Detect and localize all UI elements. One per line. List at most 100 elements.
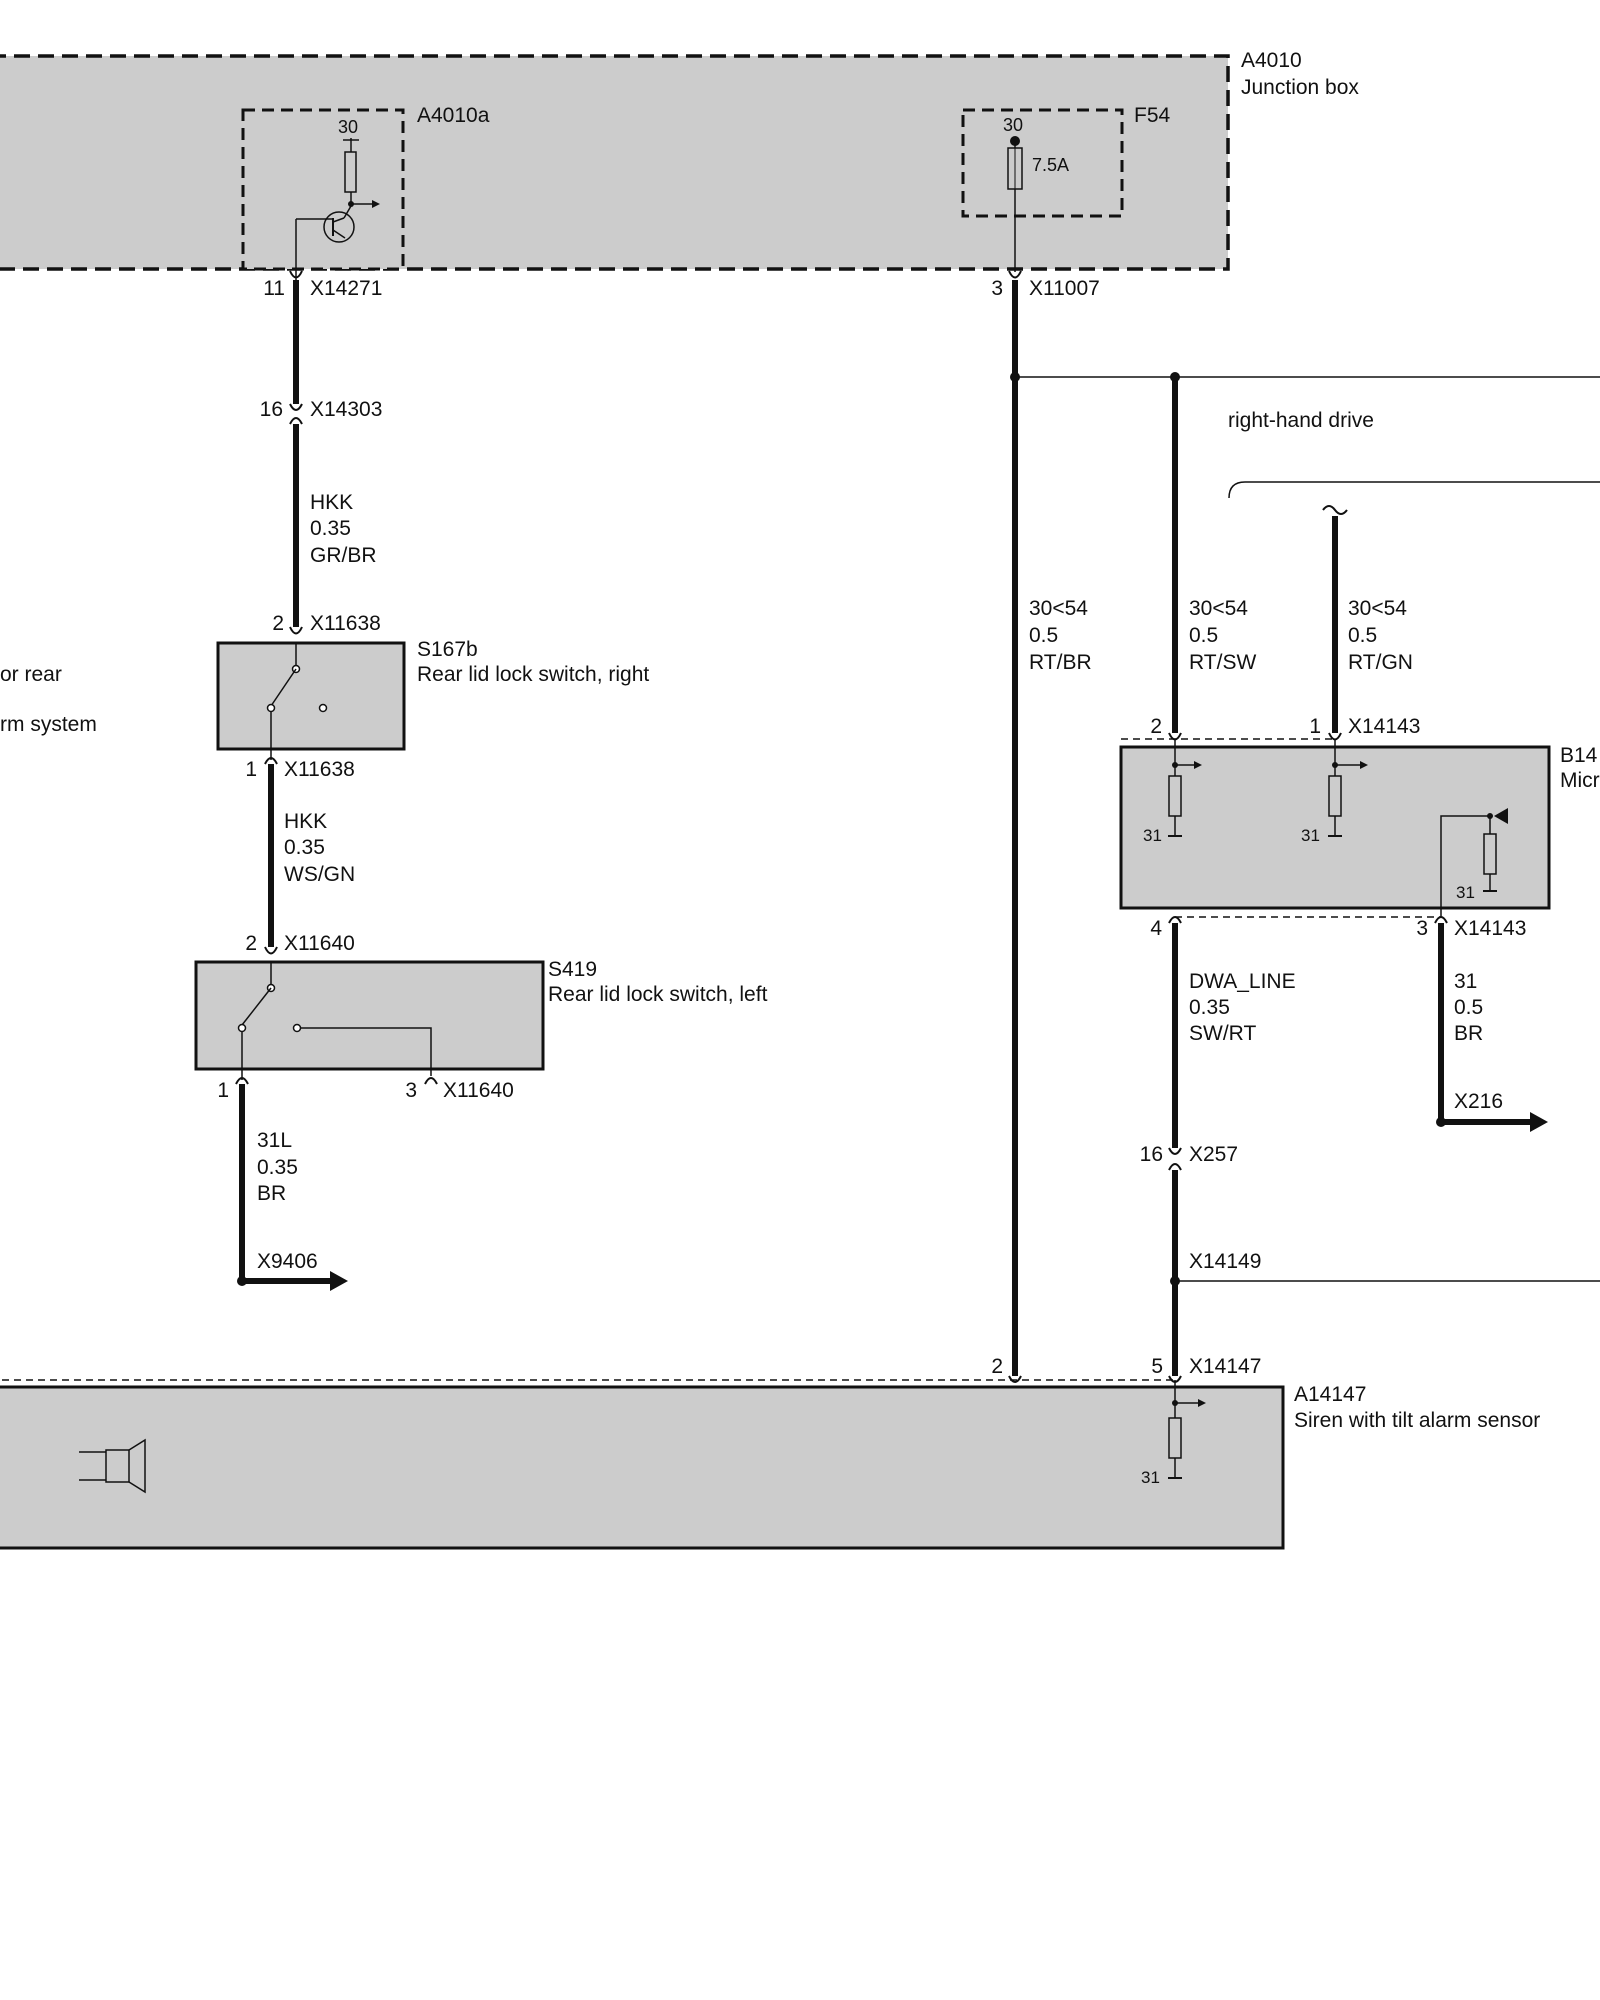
wire-label-hkk-grbr: HKK 0.35 GR/BR [310,491,377,567]
splice-dot [237,1276,247,1286]
s419-switch-contact-icon [241,987,272,1026]
connector-id: X11640 [284,932,355,955]
s167b-id: S167b [417,638,478,661]
a4010a-outline [241,108,405,271]
pin-number: 2 [245,932,257,955]
pin-number: 1 [217,1079,229,1102]
pin-number: 3 [991,277,1003,300]
svg-text:0.5: 0.5 [1454,996,1483,1019]
connector-id: X14143 [1348,715,1420,738]
svg-text:31L: 31L [257,1129,292,1152]
connector-id: X257 [1189,1143,1238,1166]
a4010a-id: A4010a [417,104,490,127]
svg-text:0.35: 0.35 [257,1156,298,1179]
svg-text:0.35: 0.35 [284,836,325,859]
wire-label-31: 31 0.5 BR [1454,970,1483,1045]
splices [237,372,1446,1286]
pin-number: 16 [1140,1143,1163,1166]
siren-a14147: A14147 Siren with tilt alarm sensor 31 [0,1379,1540,1550]
s419-outline [194,960,545,1071]
pin-icon [289,403,303,425]
pin-icon [424,1077,438,1085]
svg-text:BR: BR [257,1182,286,1205]
ground-label: 31 [1301,826,1320,845]
connector-labels: 11 X14271 3 X11007 16 X14303 2 X11638 1 … [217,277,1526,1378]
wire-break-icon [1322,505,1348,515]
junction-box-id: A4010 [1241,49,1302,72]
pin-number: 2 [272,612,284,635]
wire-label-dwa-line: DWA_LINE 0.35 SW/RT [1189,970,1296,1045]
pin-icon [1168,732,1182,741]
rhd-note: right-hand drive [1228,409,1374,432]
f54-terminal-label: 30 [1003,115,1023,135]
pin-icon [289,626,303,635]
b14-input-circuit-1: 31 [1143,740,1202,845]
b14-name: Micr [1560,769,1600,792]
x216-arrow-icon [1530,1112,1548,1132]
connector-symbols [235,270,1448,1383]
switch-s167b: S167b Rear lid lock switch, right [216,638,649,760]
pin-icon [1434,916,1448,924]
svg-text:WS/GN: WS/GN [284,863,355,886]
s167b-outline [216,641,406,751]
submodule-a4010a: A4010a 30 [241,104,490,280]
svg-text:SW/RT: SW/RT [1189,1022,1256,1045]
splice-dot [1010,372,1020,382]
svg-text:HKK: HKK [310,491,353,514]
pin-icon [1328,732,1342,741]
f54-outline [961,108,1124,218]
junction-box-name: Junction box [1241,76,1359,99]
wires [239,280,1600,1376]
pin-number: 3 [1416,917,1428,940]
svg-text:RT/BR: RT/BR [1029,651,1092,674]
svg-text:BR: BR [1454,1022,1483,1045]
connector-id: X11638 [284,758,355,781]
svg-text:30<54: 30<54 [1348,597,1407,620]
pin-number: 16 [260,398,283,421]
wire-label-rtbr: 30<54 0.5 RT/BR [1029,597,1092,674]
f54-id: F54 [1134,104,1171,127]
a14147-name: Siren with tilt alarm sensor [1294,1409,1540,1432]
connector-id: X14143 [1454,917,1526,940]
svg-text:0.5: 0.5 [1189,624,1218,647]
svg-text:31: 31 [1454,970,1477,993]
connector-id: X14303 [310,398,382,421]
pin-icon [235,1077,249,1085]
pin-icon [264,946,278,955]
splice-dot [1436,1117,1446,1127]
f54-rating: 7.5A [1032,155,1069,175]
svg-text:RT/GN: RT/GN [1348,651,1413,674]
pin-icon [1168,916,1182,924]
connector-id: X11640 [443,1079,514,1102]
pin-icon [1008,270,1022,279]
connector-id: X216 [1454,1090,1503,1113]
pin-number: 5 [1151,1355,1163,1378]
b14-output-circuit: 31 [1440,808,1508,917]
svg-text:0.5: 0.5 [1348,624,1377,647]
svg-text:DWA_LINE: DWA_LINE [1189,970,1296,993]
a14147-id: A14147 [1294,1383,1366,1406]
s419-id: S419 [548,958,597,981]
left-partial-text-1: or rear [0,663,62,686]
svg-text:HKK: HKK [284,810,327,833]
wire-label-rtsw: 30<54 0.5 RT/SW [1189,597,1256,674]
ground-label: 31 [1141,1468,1160,1487]
connector-id: X11007 [1029,277,1100,300]
pin-icon [264,757,278,765]
pin-icon [289,270,303,284]
svg-text:30<54: 30<54 [1189,597,1248,620]
b14-input-arrow-icon [1494,808,1508,824]
wire-label-hkk-wsgn: HKK 0.35 WS/GN [284,810,355,886]
pin-number: 2 [1150,715,1162,738]
svg-text:RT/SW: RT/SW [1189,651,1256,674]
x9406-arrow-icon [330,1271,348,1291]
connector-id: X11638 [310,612,381,635]
s167b-name: Rear lid lock switch, right [417,663,649,686]
switch-s419: S419 Rear lid lock switch, left [194,958,768,1080]
sensor-b14: B14 Micr 31 31 [1119,738,1600,918]
wire-labels: HKK 0.35 GR/BR HKK 0.35 WS/GN 31L 0.35 B… [257,491,1483,1205]
s419-name: Rear lid lock switch, left [548,983,768,1006]
connector-id: X14149 [1189,1250,1261,1273]
svg-text:0.5: 0.5 [1029,624,1058,647]
